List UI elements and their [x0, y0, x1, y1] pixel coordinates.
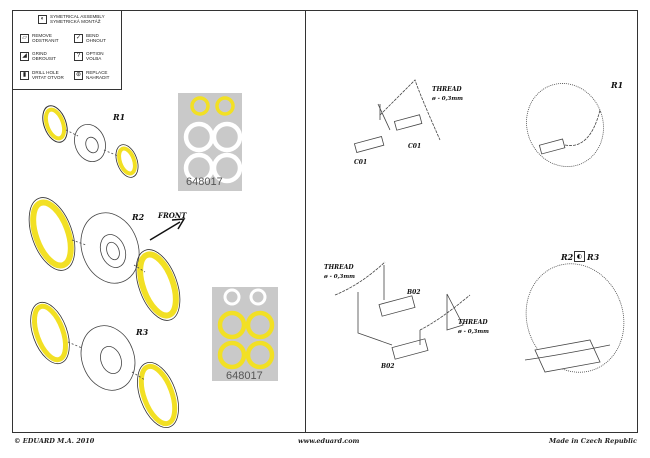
bend-icon: ✓ — [74, 33, 83, 43]
fret-1-code: 648017 — [186, 176, 223, 188]
label-front: FRONT — [158, 211, 187, 220]
footer-made-in: Made in Czech Republic — [548, 437, 637, 445]
label-thread-left: THREAD — [324, 264, 354, 271]
footer-copyright: © EDUARD M.A. 2010 — [14, 437, 95, 445]
thread-right — [419, 294, 471, 331]
wheel-r1-right — [526, 83, 604, 167]
symmetry-icon: ◐ — [38, 14, 47, 24]
part-b02-a — [378, 295, 416, 317]
wheel-r2-r3-right — [525, 263, 625, 373]
label-thread-dia-left: ø - 0,3mm — [324, 274, 355, 280]
mask-ring-r1-right — [115, 144, 139, 178]
label-thread-top: THREAD — [432, 86, 462, 93]
label-b02-a: B02 — [407, 289, 421, 296]
label-r3: R3 — [136, 327, 149, 337]
remove-icon: ▱ — [20, 33, 29, 43]
part-c01-a — [393, 114, 423, 131]
label-thread-dia-top: ø - 0,3mm — [432, 96, 463, 102]
panel-divider — [305, 10, 306, 433]
thread-top — [379, 79, 441, 141]
mask-fret-1 — [178, 93, 243, 191]
symmetry-icon: ◐ — [574, 251, 585, 262]
front-arrow-icon — [149, 218, 186, 241]
part-c01-b — [353, 136, 385, 153]
mask-ring-r1-left — [42, 105, 68, 143]
label-r2-right: R2 — [561, 252, 574, 262]
label-r1: R1 — [113, 112, 126, 122]
wheel-r2 — [80, 212, 140, 284]
label-thread-right: THREAD — [458, 319, 488, 326]
label-b02-b: B02 — [381, 363, 395, 370]
label-r3-right: R3 — [587, 252, 600, 262]
mask-ring-r2-right — [135, 249, 181, 321]
label-thread-dia-right: ø - 0,3mm — [458, 329, 489, 335]
label-c01-a: C01 — [408, 143, 422, 150]
grind-icon: ◢ — [20, 51, 29, 61]
wheel-r1 — [74, 124, 106, 162]
footer-website[interactable]: www.eduard.com — [298, 437, 360, 445]
label-r1-right: R1 — [611, 80, 624, 90]
mask-ring-r3-right — [137, 362, 179, 428]
thread-left — [334, 261, 386, 296]
mask-fret-2 — [212, 287, 278, 381]
mask-ring-r2-left — [28, 197, 76, 271]
fret-2-code: 648017 — [226, 370, 263, 382]
replace-icon: ⊛ — [74, 70, 83, 80]
part-b02-b — [391, 338, 429, 360]
label-c01-b: C01 — [354, 159, 368, 166]
label-r2: R2 — [132, 212, 145, 222]
option-icon: ? — [74, 51, 83, 61]
drill-icon: ▮ — [20, 70, 29, 80]
wheel-r3 — [80, 325, 136, 391]
mask-ring-r3-left — [30, 301, 70, 365]
page-frame — [12, 10, 638, 433]
